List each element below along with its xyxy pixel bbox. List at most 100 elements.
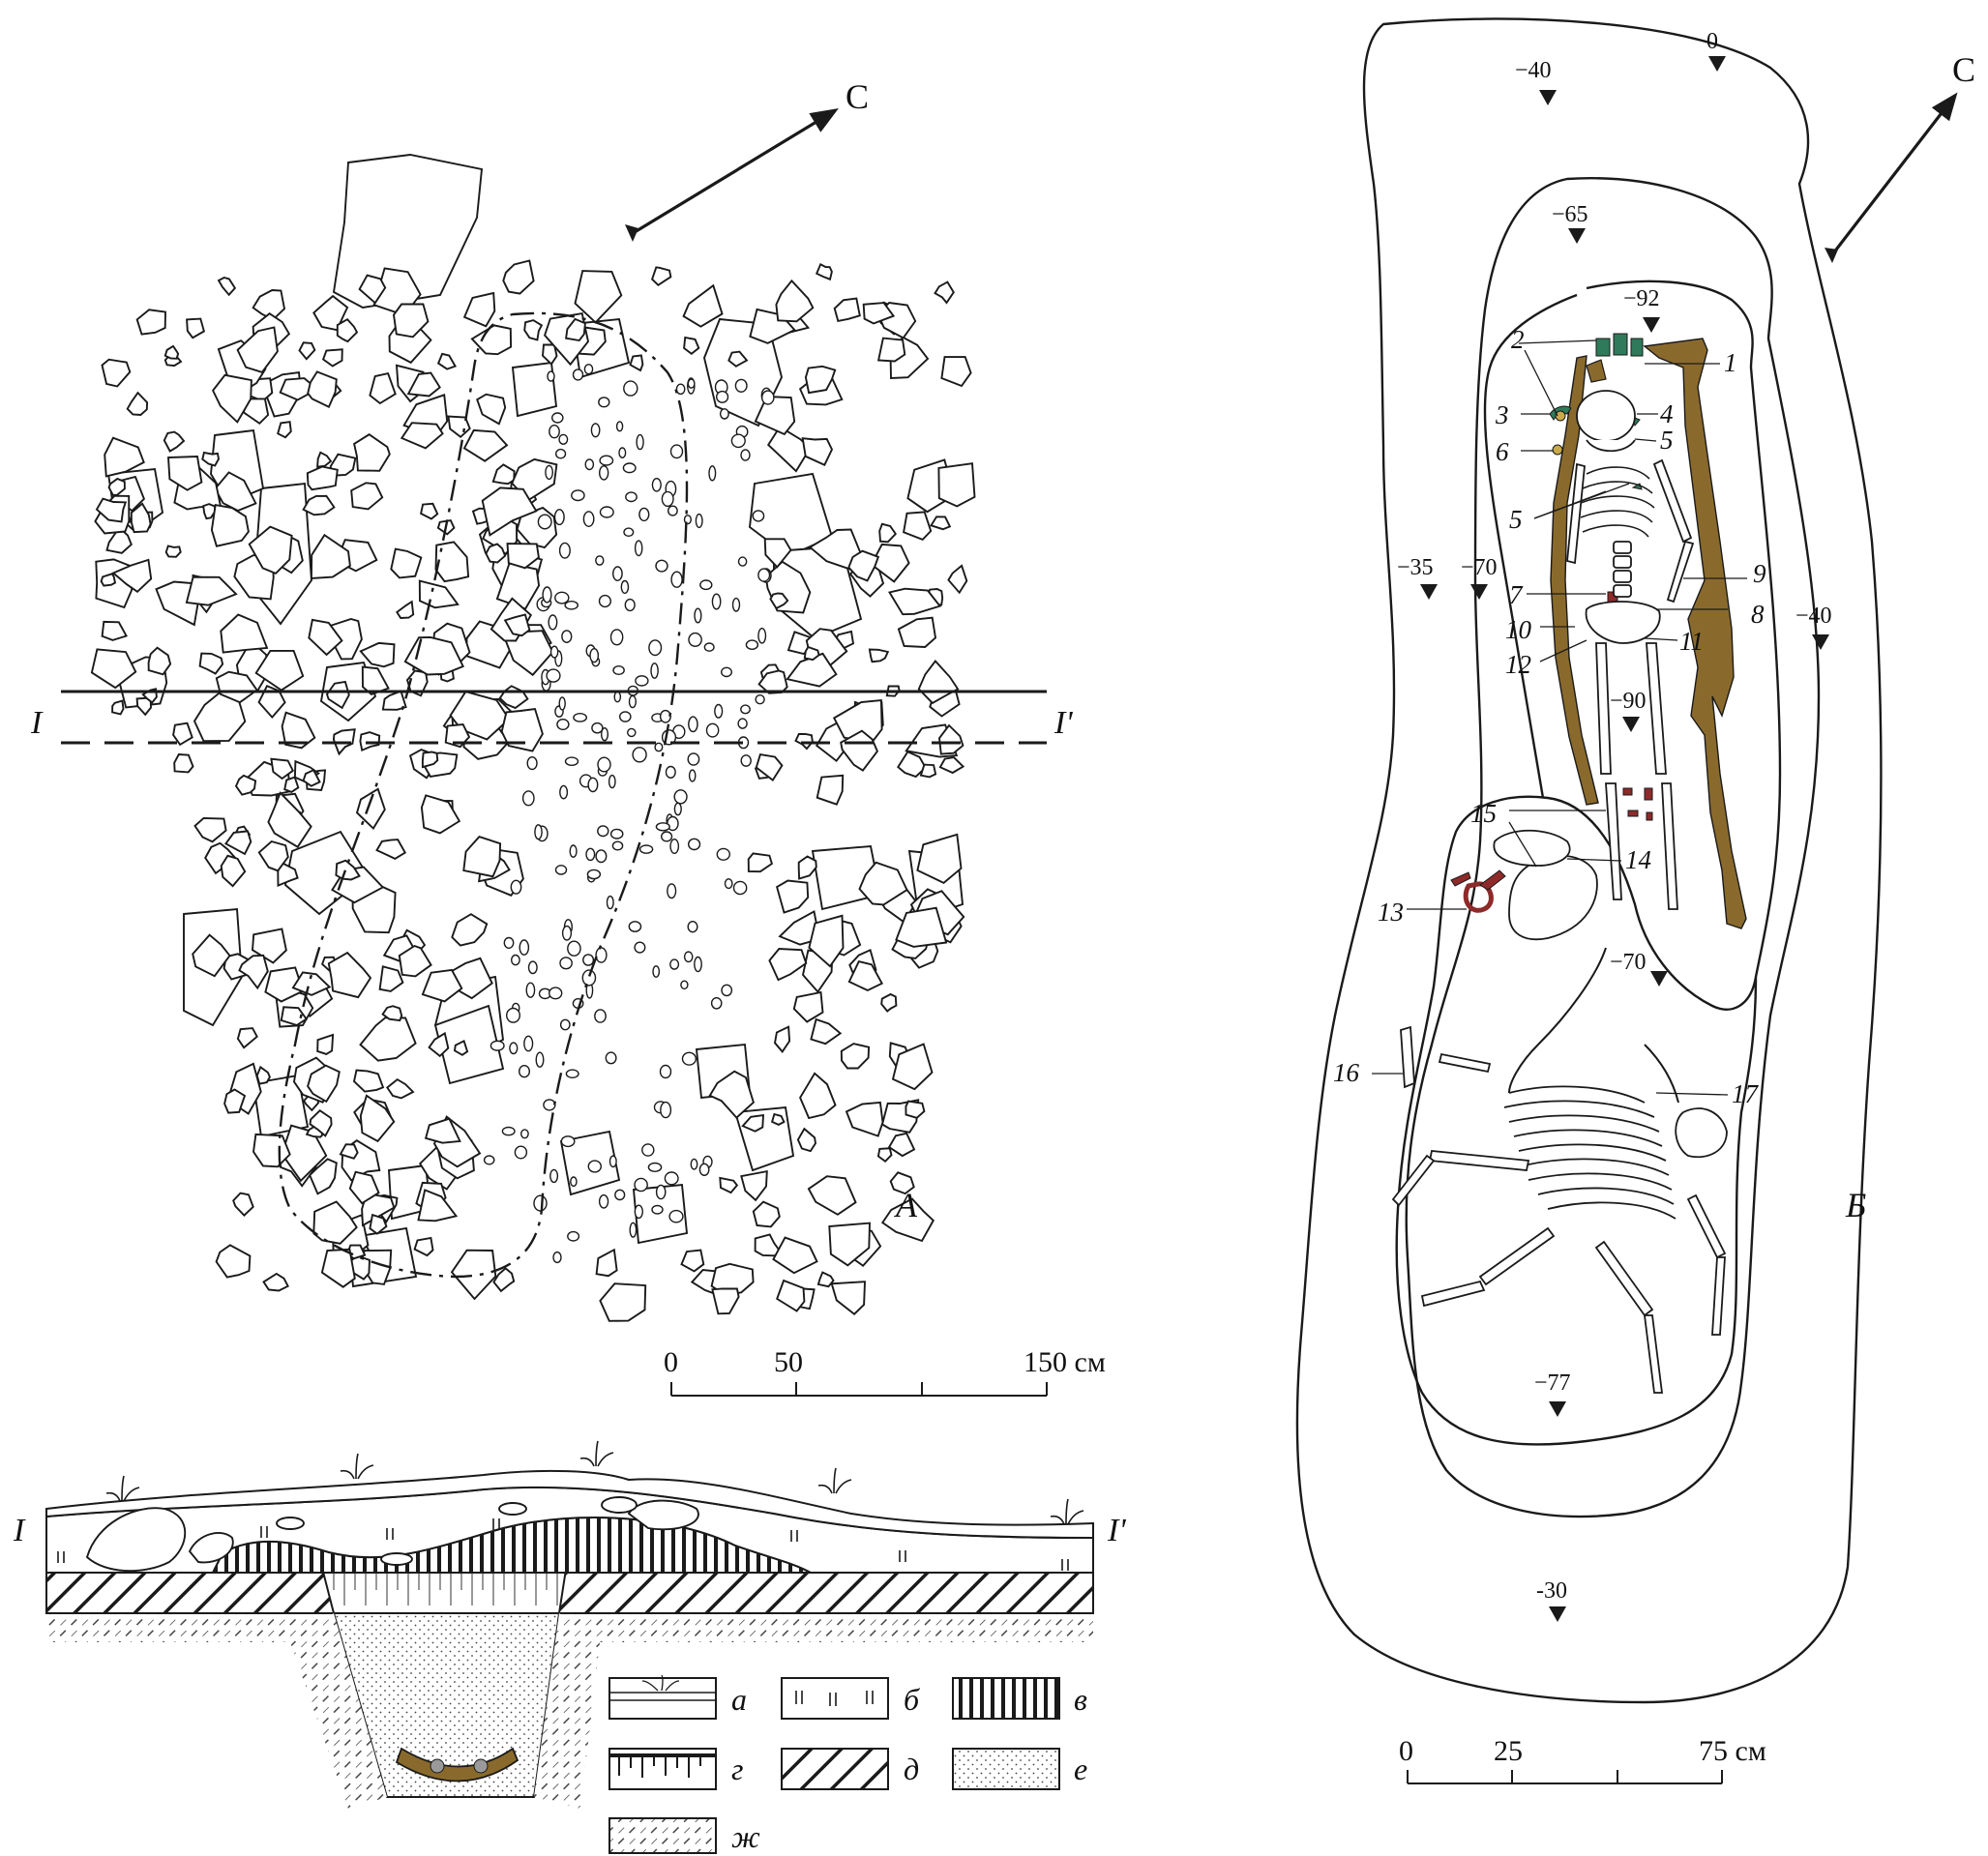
stone <box>719 1176 739 1194</box>
stone <box>369 371 397 405</box>
pebble <box>635 675 649 687</box>
stone <box>186 317 206 339</box>
stone <box>420 794 461 835</box>
profile-label-right: I' <box>1107 1513 1126 1548</box>
find-label: 7 <box>1509 580 1524 609</box>
pebble <box>687 752 700 766</box>
pebble <box>641 1143 655 1157</box>
stone <box>386 1077 415 1100</box>
pebble <box>571 489 585 502</box>
pebble <box>519 939 530 956</box>
pebble <box>669 958 680 970</box>
stone <box>847 549 880 582</box>
pebble <box>547 370 555 382</box>
stone <box>565 317 586 342</box>
pebble <box>598 594 612 608</box>
pebble <box>597 825 609 838</box>
find-label: 4 <box>1660 399 1674 428</box>
stone <box>937 462 976 508</box>
mandible <box>1586 439 1636 453</box>
legend-key-e: е <box>1074 1752 1087 1786</box>
stone <box>840 1043 871 1070</box>
stone <box>378 965 404 992</box>
pebble <box>582 511 595 527</box>
find-label: 1 <box>1724 348 1737 377</box>
pebble <box>757 628 767 644</box>
stone <box>381 1005 403 1022</box>
scale-b-tick-75: 75 см <box>1699 1735 1766 1767</box>
pebble <box>559 1018 571 1031</box>
stone <box>375 839 407 860</box>
pebble <box>732 880 748 896</box>
stone <box>574 270 623 324</box>
stone <box>511 361 558 418</box>
animal-leg <box>1686 1193 1727 1259</box>
stone <box>833 297 861 323</box>
pebble <box>703 642 715 652</box>
middle-pit-outline <box>1405 177 1821 1518</box>
stone <box>453 1039 469 1056</box>
pebble <box>599 506 614 518</box>
stone <box>369 1213 388 1235</box>
grass-tuft <box>579 1440 614 1467</box>
stone <box>101 358 132 388</box>
stone <box>210 503 250 547</box>
stone <box>234 774 257 796</box>
animal-skull <box>1508 854 1598 941</box>
stone <box>172 722 193 747</box>
pebble <box>560 1135 576 1148</box>
stone <box>462 428 509 462</box>
panel-b-plan: 0 −40 −65 −92 −35 −70 −40 −90 −70 −77 -3… <box>1295 17 1975 1784</box>
pebble <box>521 790 535 807</box>
animal-leg <box>1711 1256 1726 1336</box>
stone <box>398 944 432 978</box>
animal-spine <box>1508 947 1679 1104</box>
pebble <box>634 1177 648 1193</box>
pebble <box>623 527 635 538</box>
pebble <box>740 704 751 715</box>
pebble <box>506 1007 521 1023</box>
stone <box>436 352 457 370</box>
pebble <box>624 598 636 612</box>
stone <box>450 1249 497 1301</box>
depth-marker: −65 <box>1552 202 1588 244</box>
stone <box>418 579 460 609</box>
pebble <box>620 579 630 595</box>
pebble <box>655 1184 667 1200</box>
stone <box>775 279 815 323</box>
stone <box>130 502 152 534</box>
stone <box>485 543 507 564</box>
legend-key-v: в <box>1074 1682 1087 1717</box>
stone <box>264 966 305 1003</box>
animal-leg <box>1438 1052 1492 1074</box>
stone <box>223 1088 247 1114</box>
stone <box>792 990 824 1023</box>
pebble <box>755 694 765 705</box>
pebble <box>605 1051 617 1065</box>
legend: а б в г д е ж <box>608 1674 1087 1854</box>
stone <box>350 482 384 511</box>
pit-surround <box>290 1613 387 1809</box>
stone <box>291 971 332 996</box>
stone <box>770 1112 786 1126</box>
pebble <box>564 756 579 767</box>
stone <box>352 1069 385 1093</box>
stone <box>711 1287 740 1315</box>
stone <box>763 538 792 569</box>
stone <box>310 533 351 580</box>
stone <box>104 436 145 478</box>
layer-d <box>45 1572 1094 1614</box>
pebble <box>549 987 563 1000</box>
depth-marker: −70 <box>1461 555 1498 600</box>
stone <box>312 1200 358 1245</box>
pebble <box>594 1009 607 1023</box>
pebble <box>549 1168 559 1184</box>
pebble <box>546 668 561 683</box>
pebble <box>622 462 637 474</box>
stone <box>799 1072 837 1120</box>
pebble <box>561 630 573 643</box>
pebble <box>683 951 694 963</box>
stone <box>101 620 128 641</box>
stone <box>830 1281 866 1315</box>
pebble <box>652 965 661 978</box>
